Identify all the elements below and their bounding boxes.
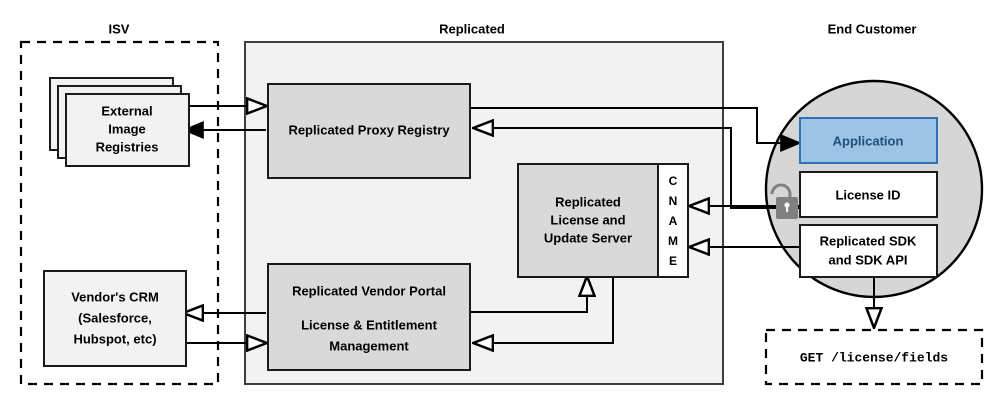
node-label-line-3: Update Server [544,230,632,245]
node-label-line-1: GET /license/fields [800,350,948,365]
node-replicated-sdk[interactable]: Replicated SDK and SDK API [799,224,938,278]
node-label-line-1: License ID [835,187,900,202]
stacked-card-front [65,93,190,167]
node-license-id[interactable]: License ID [799,171,938,218]
node-label-line-1: Application [833,133,904,148]
node-label-line-2: License and [550,212,625,227]
node-label-line-3: Registries [96,139,159,154]
zone-isv-boundary [19,40,220,386]
padlock-shackle [770,183,792,199]
node-label-line-1: External [101,103,152,118]
node-box [267,83,471,179]
node-label-line-2: (Salesforce, [78,310,152,325]
node-vendors-crm[interactable]: Vendor's CRM (Salesforce, Hubspot, etc) [43,270,187,367]
connector-proxy-to-application [470,107,802,152]
node-label-line-3: Management [329,338,409,353]
node-label-line-2: License & Entitlement [301,317,437,332]
node-label-line-1: Replicated [555,194,621,209]
node-box [799,117,938,164]
cname-letter-a: A [669,214,678,228]
cname-letter-c: C [669,174,678,188]
cname-letter-n: N [669,194,678,208]
node-label-line-1: Replicated Proxy Registry [288,122,450,137]
node-label-line-1: Replicated Vendor Portal [292,283,446,298]
node-cname-strip[interactable]: C N A M E [657,163,689,278]
padlock-keyhole [784,202,790,208]
cname-letter-e: E [669,254,677,268]
node-replicated-vendor-portal[interactable]: Replicated Vendor Portal License & Entit… [267,263,471,371]
node-dashed-box [764,328,984,386]
node-label-line-3: Hubspot, etc) [73,331,156,346]
node-license-fields-request[interactable]: GET /license/fields [764,328,984,386]
node-label-line-2: Image [108,121,146,136]
node-box [799,224,938,278]
node-label-line-2: and SDK API [829,252,908,267]
node-box [799,171,938,218]
node-external-image-registries[interactable]: External Image Registries [49,77,190,167]
node-box [43,270,187,367]
node-label-line-1: Replicated SDK [820,233,917,248]
connector-license-server-to-portal [474,277,614,343]
cname-letter-m: M [668,234,678,248]
node-label-line-1: Vendor's CRM [71,289,159,304]
unlocked-padlock-icon [770,183,798,219]
connector-application-to-proxy [474,128,800,209]
connector-portal-to-license-server [470,277,587,313]
node-box [267,263,471,371]
node-box [517,163,659,278]
zone-title-replicated: Replicated [439,21,505,36]
padlock-keyhole-stem [786,206,789,212]
zone-title-isv: ISV [109,21,130,36]
node-application[interactable]: Application [799,117,938,164]
cname-box [657,163,689,278]
node-replicated-license-update-server[interactable]: Replicated License and Update Server [517,163,659,278]
node-replicated-proxy-registry[interactable]: Replicated Proxy Registry [267,83,471,179]
zone-title-end-customer: End Customer [828,21,917,36]
